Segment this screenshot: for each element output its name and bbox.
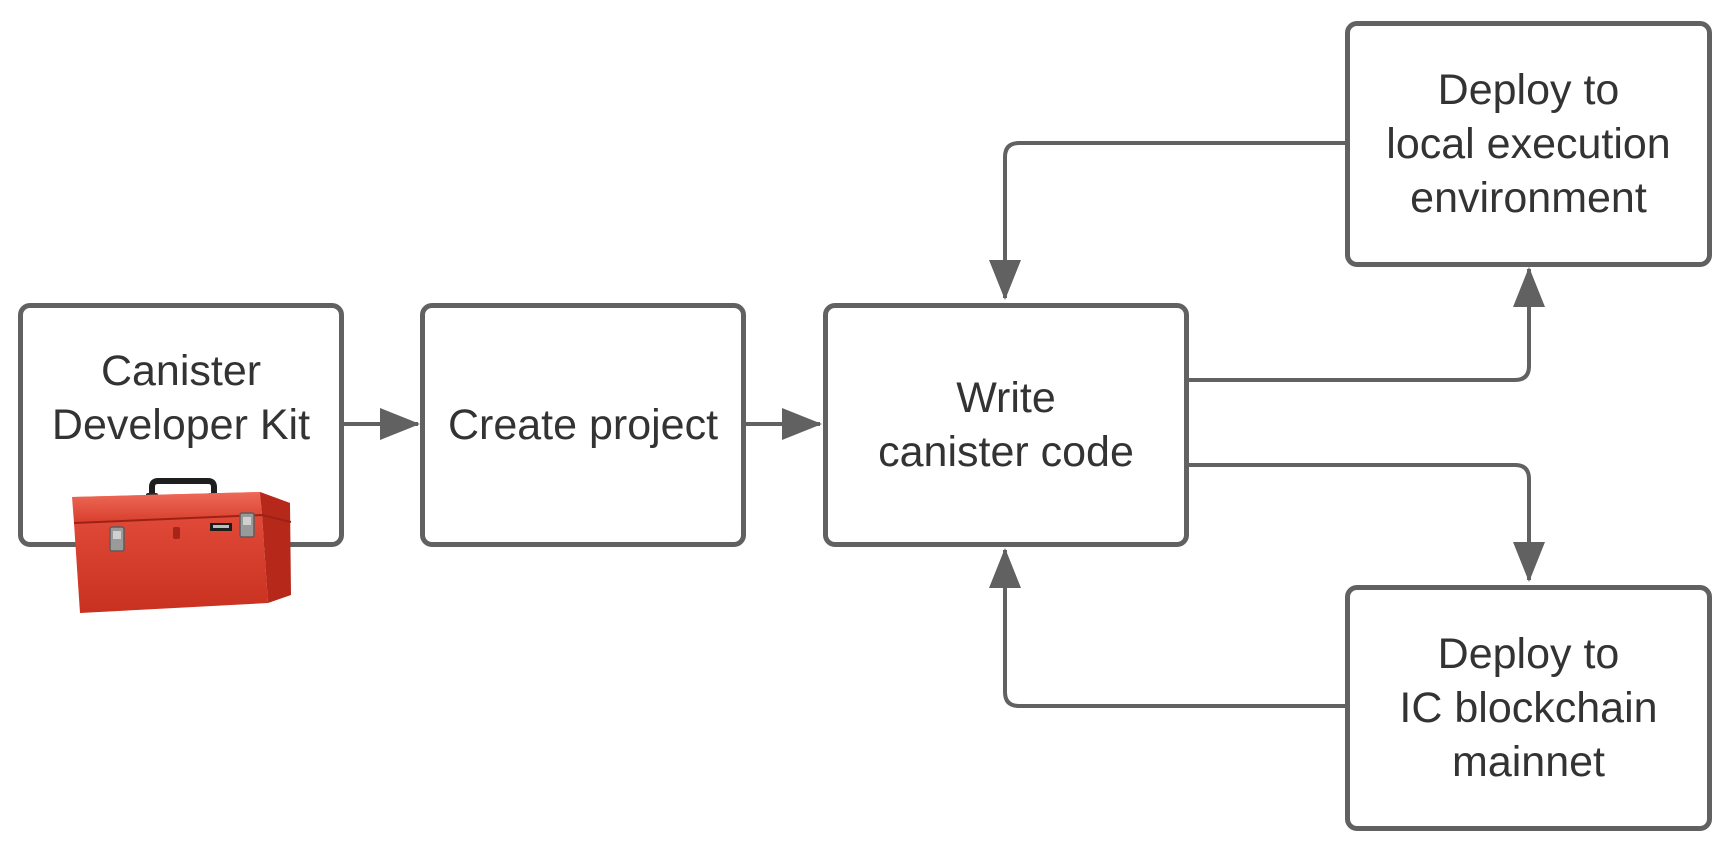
node-label-create-project: Create project (447, 401, 719, 449)
node-label-write-canister-code: Write canister code (878, 374, 1134, 476)
edge-mainnet-to-write (989, 548, 1349, 708)
node-deploy-mainnet: Deploy to IC blockchain mainnet (1345, 585, 1712, 831)
node-label-deploy-mainnet: Deploy to IC blockchain mainnet (1399, 630, 1658, 786)
node-write-canister-code: Write canister code (823, 303, 1189, 547)
red-toolbox-icon (72, 478, 292, 613)
edge-write-to-mainnet (1188, 463, 1545, 582)
edge-local-to-write (989, 141, 1349, 300)
node-label-canister-developer-kit: Canister Developer Kit (51, 347, 311, 449)
node-label-deploy-local: Deploy to local execution environment (1386, 66, 1671, 222)
node-create-project: Create project (420, 303, 746, 547)
edge-write-to-local (1188, 267, 1545, 382)
node-deploy-local: Deploy to local execution environment (1345, 21, 1712, 267)
